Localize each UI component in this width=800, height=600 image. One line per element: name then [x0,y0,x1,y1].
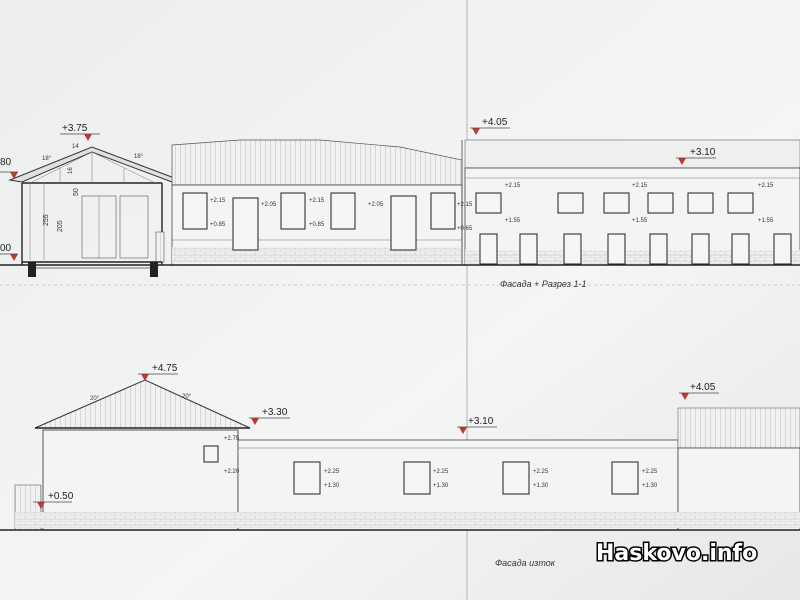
window-level: +2.25 [642,469,658,475]
roof-angle: 20° [90,396,100,402]
caption-bottom: Фасада изток [495,558,556,568]
window-level: +1.30 [433,483,449,489]
window-level: +2.25 [433,469,449,475]
window-level: +0.85 [309,222,325,228]
watermark: Haskovo.info [596,541,757,566]
window-level: +2.05 [368,202,384,208]
level-label: +3.30 [262,407,288,418]
roof-angle: 20° [182,394,192,400]
top-openings [182,192,792,265]
window-level: +2.05 [261,202,277,208]
window-level: +1.30 [324,483,340,489]
window-level: +2.25 [324,469,340,475]
dim-label: 205 [57,220,64,232]
level-label: +4.05 [690,382,716,393]
bottom-elevation: +4.75 +3.30 +3.10 +4.05 +0.50 20° 20° +2… [0,363,800,568]
window-level: +2.15 [309,198,325,204]
window-level: +2.20 [224,469,240,475]
top-level-markers: +3.75 +4.05 +3.10 80 00 [0,117,716,261]
window-level: +1.55 [758,218,774,224]
dim-label: 18° [42,156,52,162]
caption-top: Фасада + Разрез 1-1 [500,279,587,289]
level-label: +3.10 [468,416,494,427]
window-level: +1.30 [642,483,658,489]
top-elevation: +3.75 +4.05 +3.10 80 00 255 205 50 18° 1… [0,117,800,289]
dim-label: 255 [43,214,50,226]
level-label: +4.75 [152,363,178,374]
level-label: +0.50 [48,491,74,502]
window-level: +2.15 [505,183,521,189]
window-level: +1.30 [533,483,549,489]
window-level: +0.85 [210,222,226,228]
dim-label: 16 [68,167,74,174]
dim-label: 14 [72,144,79,150]
top-window-marks: +2.15 +0.85 +2.05 +2.15 +0.85 +2.05 +2.1… [210,183,774,232]
window-level: +0.65 [457,226,473,232]
window-level: +2.15 [758,183,774,189]
bottom-window-marks: +2.75 +2.20 +2.25 +1.30 +2.25 +1.30 +2.2… [224,436,658,489]
section-dimensions: 255 205 50 18° 18° 14 16 [42,144,144,232]
level-label: +3.10 [690,147,716,158]
level-label: 00 [0,243,12,254]
dim-label: 50 [73,188,80,196]
window-level: +2.25 [533,469,549,475]
window-level: +2.15 [457,202,473,208]
window-level: +1.55 [632,218,648,224]
window-level: +2.15 [210,198,226,204]
bottom-level-markers: +4.75 +3.30 +3.10 +4.05 +0.50 [33,363,719,509]
level-label: +4.05 [482,117,508,128]
level-label: +3.75 [62,123,88,134]
dim-label: 18° [134,154,144,160]
window-level: +1.55 [505,218,521,224]
window-level: +2.15 [632,183,648,189]
window-level: +2.75 [224,436,240,442]
bottom-openings [203,445,639,495]
level-label: 80 [0,157,12,168]
